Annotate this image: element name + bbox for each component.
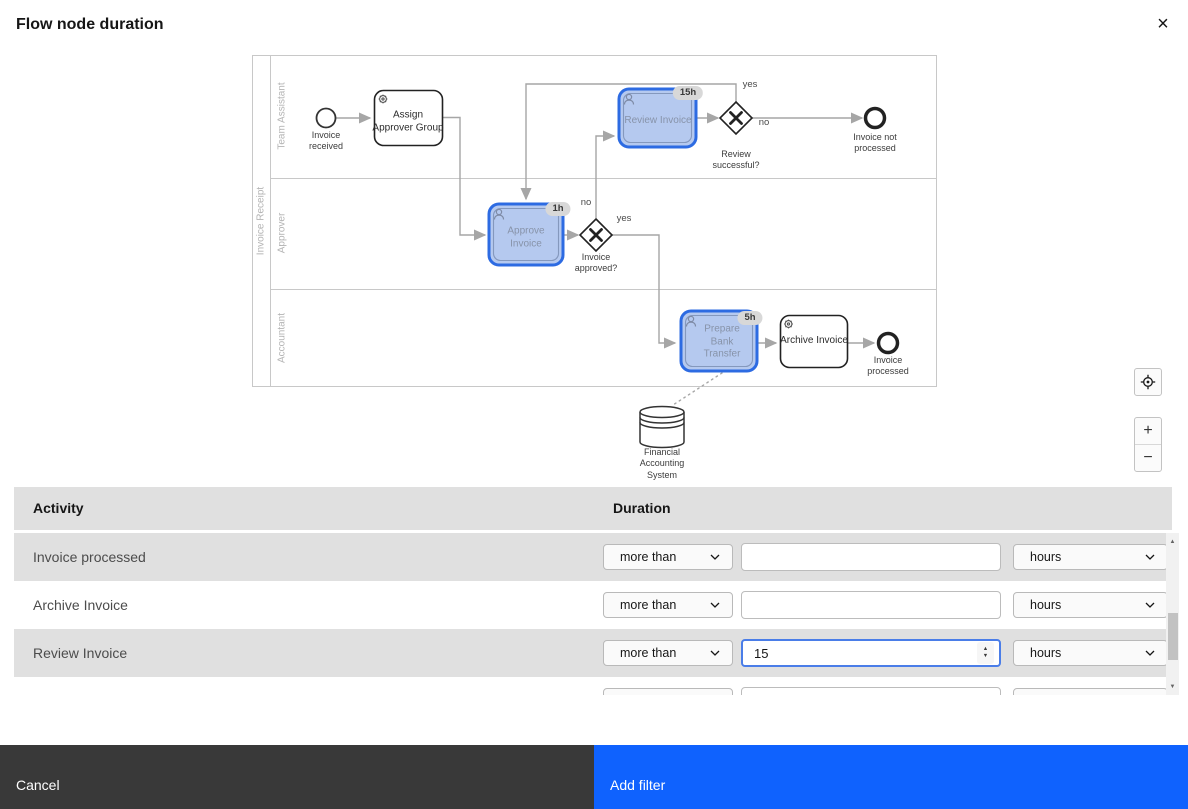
bpmn-diagram[interactable]: Invoice Receipt Team Assistant Approver … xyxy=(252,55,937,485)
chevron-down-icon xyxy=(710,650,720,656)
activity-name: Approve Invoice xyxy=(33,677,133,695)
dialog-title: Flow node duration xyxy=(16,16,164,34)
zoom-in-button[interactable]: + xyxy=(1135,418,1161,445)
close-icon[interactable]: × xyxy=(1146,7,1180,41)
add-filter-button[interactable]: Add filter xyxy=(594,745,1188,809)
scroll-down-icon[interactable]: ▼ xyxy=(1166,680,1179,693)
cancel-button[interactable]: Cancel xyxy=(0,745,594,809)
table-row-archive-invoice: Archive Invoice more than hours xyxy=(14,581,1172,629)
duration-column-header: Duration xyxy=(613,487,671,530)
scroll-up-icon[interactable]: ▲ xyxy=(1166,535,1179,548)
unit-select[interactable]: hours xyxy=(1013,544,1168,570)
operator-select[interactable]: more than xyxy=(603,592,733,618)
end-event-invoice-not-processed xyxy=(866,109,885,128)
number-spinner[interactable]: ▲ ▼ xyxy=(977,642,994,664)
chevron-down-icon xyxy=(1145,602,1155,608)
table-row-approve-invoice: Approve Invoice more than hours xyxy=(14,677,1172,695)
spinner-up-icon[interactable]: ▲ xyxy=(983,647,988,653)
task-archive-invoice xyxy=(781,316,848,368)
duration-badge-approve: 1h xyxy=(545,202,570,216)
activity-name: Archive Invoice xyxy=(33,581,128,629)
task-assign-approver-group xyxy=(375,91,443,146)
operator-select[interactable]: more than xyxy=(603,544,733,570)
end-event-invoice-processed xyxy=(879,334,898,353)
start-event-invoice-received xyxy=(317,109,336,128)
duration-value-input[interactable] xyxy=(741,687,1001,695)
unit-select[interactable]: hours xyxy=(1013,688,1168,695)
chevron-down-icon xyxy=(710,554,720,560)
duration-badge-prepare: 5h xyxy=(737,311,762,325)
unit-select[interactable]: hours xyxy=(1013,640,1168,666)
chevron-down-icon xyxy=(1145,650,1155,656)
chevron-down-icon xyxy=(710,602,720,608)
activity-name: Invoice processed xyxy=(33,533,146,581)
operator-select[interactable]: more than xyxy=(603,640,733,666)
datastore-financial-accounting-system xyxy=(640,407,684,448)
filter-table-header: Activity Duration xyxy=(14,487,1172,530)
zoom-out-button[interactable]: − xyxy=(1135,445,1161,471)
filter-table-body: Invoice processed more than hours Archiv… xyxy=(14,533,1172,695)
activity-column-header: Activity xyxy=(33,487,84,530)
scrollbar-thumb[interactable] xyxy=(1168,613,1178,660)
reset-viewport-button[interactable] xyxy=(1134,368,1162,396)
duration-badge-review: 15h xyxy=(673,86,703,100)
spinner-down-icon[interactable]: ▼ xyxy=(983,654,988,660)
bpmn-canvas xyxy=(252,55,937,485)
duration-value-input-focused[interactable] xyxy=(741,639,1001,667)
crosshair-icon xyxy=(1140,374,1156,390)
activity-name: Review Invoice xyxy=(33,629,127,677)
table-scrollbar[interactable]: ▲ ▼ xyxy=(1166,533,1179,695)
duration-value-input[interactable] xyxy=(741,543,1001,571)
table-row-review-invoice: Review Invoice more than ▲ ▼ hours xyxy=(14,629,1172,677)
table-row-invoice-processed: Invoice processed more than hours xyxy=(14,533,1172,581)
chevron-down-icon xyxy=(1145,554,1155,560)
duration-value-input[interactable] xyxy=(741,591,1001,619)
unit-select[interactable]: hours xyxy=(1013,592,1168,618)
operator-select[interactable]: more than xyxy=(603,688,733,695)
zoom-controls: + − xyxy=(1134,417,1162,472)
